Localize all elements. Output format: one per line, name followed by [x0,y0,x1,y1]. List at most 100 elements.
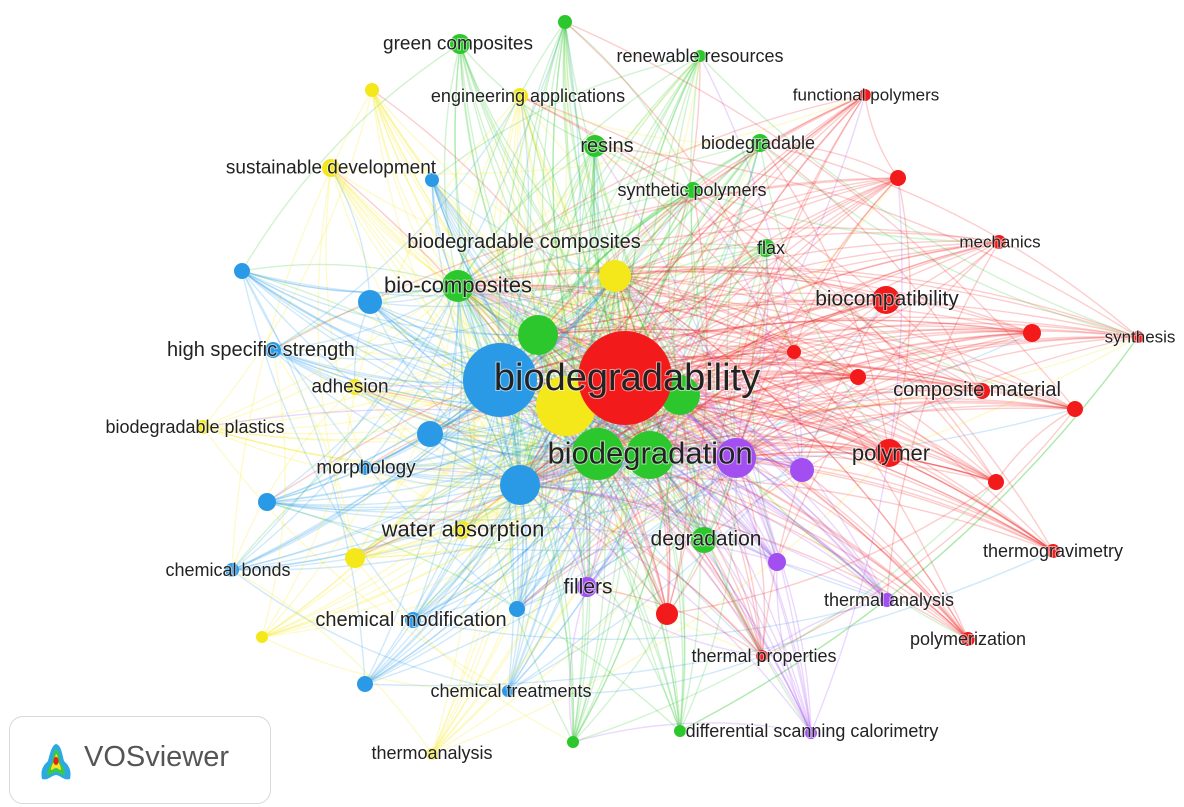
label-composite-material[interactable]: composite material [892,378,1062,402]
label-fillers[interactable]: fillers [562,575,613,600]
node-synthesis[interactable] [1132,331,1144,343]
label-high-specific-strength[interactable]: high specific strength [166,338,356,362]
label-bio-composites[interactable]: bio-composites [383,272,533,299]
keyword-node[interactable] [890,170,906,186]
node-chemical-treatments[interactable] [502,685,514,697]
node-biodegradable-plastics[interactable] [196,420,210,434]
label-biodegradability[interactable]: biodegradability [493,356,761,400]
node-biodegradable-composites[interactable] [599,260,631,292]
node-thermogravimetry[interactable] [1046,544,1060,558]
keyword-node[interactable] [626,431,674,479]
co-occurrence-link [431,179,539,336]
keyword-node[interactable] [258,493,276,511]
label-flax[interactable]: flax [756,237,786,259]
node-polymerization[interactable] [961,632,975,646]
label-thermal-properties[interactable]: thermal properties [690,645,837,667]
node-morphology[interactable] [358,461,372,475]
label-chemical-bonds[interactable]: chemical bonds [164,559,291,581]
keyword-node[interactable] [425,173,439,187]
label-polymerization[interactable]: polymerization [909,628,1027,650]
keyword-node[interactable] [500,465,540,505]
keyword-node[interactable] [1023,324,1041,342]
label-biodegradable[interactable]: biodegradable [700,132,816,154]
label-thermal-analysis[interactable]: thermal analysis [823,589,955,611]
co-occurrence-link [457,270,616,287]
node-thermoanalysis[interactable] [426,748,438,760]
keyword-node[interactable] [988,474,1004,490]
keyword-node[interactable] [716,438,756,478]
node-mechanics[interactable] [992,235,1006,249]
keyword-node[interactable] [509,601,525,617]
label-thermogravimetry[interactable]: thermogravimetry [982,540,1124,562]
label-synthesis[interactable]: synthesis [1104,327,1177,348]
label-chemical-modification[interactable]: chemical modification [314,608,507,632]
label-adhesion[interactable]: adhesion [310,376,389,399]
node-sustainable-development[interactable] [322,159,340,177]
keyword-node[interactable] [357,676,373,692]
keyword-node[interactable] [850,369,866,385]
co-occurrence-link [261,394,681,638]
node-high-specific-strength[interactable] [265,342,281,358]
label-biodegradation[interactable]: biodegradation [546,435,753,472]
node-polymer[interactable] [875,439,903,467]
node-green-composites[interactable] [450,34,470,54]
label-chemical-treatments[interactable]: chemical treatments [429,680,592,702]
keyword-node[interactable] [463,343,537,417]
keyword-node[interactable] [417,421,443,447]
node-thermal-properties[interactable] [756,650,768,662]
keyword-node[interactable] [518,315,558,355]
label-biocompatibility[interactable]: biocompatibility [814,287,960,312]
node-resins[interactable] [584,135,606,157]
keyword-node[interactable] [558,15,572,29]
node-biodegradability[interactable] [578,331,672,425]
keyword-node[interactable] [567,736,579,748]
keyword-node[interactable] [805,727,817,739]
label-sustainable-development[interactable]: sustainable development [225,157,438,180]
node-composite-material[interactable] [974,383,990,399]
label-engineering-applications[interactable]: engineering applications [430,85,626,107]
label-water-absorption[interactable]: water absorption [380,516,546,543]
node-engineering-applications[interactable] [512,88,528,104]
label-thermoanalysis[interactable]: thermoanalysis [370,742,493,764]
node-renewable-resources[interactable] [694,50,706,62]
co-occurrence-link [735,451,997,483]
label-renewable-resources[interactable]: renewable resources [615,45,784,67]
keyword-node[interactable] [768,553,786,571]
keyword-node[interactable] [790,458,814,482]
keyword-node[interactable] [234,263,250,279]
node-water-absorption[interactable] [453,521,471,539]
keyword-node[interactable] [1067,401,1083,417]
label-mechanics[interactable]: mechanics [958,232,1041,253]
node-bio-composites[interactable] [442,270,474,302]
node-biodegradation[interactable] [572,428,624,480]
node-functional-polymers[interactable] [859,89,871,101]
label-biodegradable-composites[interactable]: biodegradable composites [406,230,642,254]
label-synthetic-polymers[interactable]: synthetic polymers [616,179,767,201]
node-biocompatibility[interactable] [872,286,900,314]
co-occurrence-link [231,89,373,571]
node-degradation[interactable] [691,527,717,553]
label-differential-scanning-calorimetry[interactable]: differential scanning calorimetry [685,720,940,742]
node-adhesion[interactable] [347,379,363,395]
label-biodegradable-plastics[interactable]: biodegradable plastics [104,416,285,438]
node-biodegradable[interactable] [751,134,769,152]
keyword-node[interactable] [787,345,801,359]
label-morphology[interactable]: morphology [315,457,417,480]
node-differential-scanning-calorimetry[interactable] [674,725,686,737]
keyword-node[interactable] [365,83,379,97]
label-polymer[interactable]: polymer [851,440,931,467]
label-functional-polymers[interactable]: functional polymers [792,85,940,106]
node-chemical-modification[interactable] [405,612,421,628]
node-fillers[interactable] [577,577,597,597]
node-thermal-analysis[interactable] [880,593,894,607]
node-chemical-bonds[interactable] [225,563,239,577]
label-degradation[interactable]: degradation [650,527,763,552]
label-green-composites[interactable]: green composites [382,33,534,56]
keyword-node[interactable] [345,548,365,568]
node-flax[interactable] [757,239,775,257]
node-synthetic-polymers[interactable] [685,182,701,198]
label-resins[interactable]: resins [579,134,634,158]
keyword-node[interactable] [358,290,382,314]
keyword-node[interactable] [656,603,678,625]
keyword-node[interactable] [256,631,268,643]
